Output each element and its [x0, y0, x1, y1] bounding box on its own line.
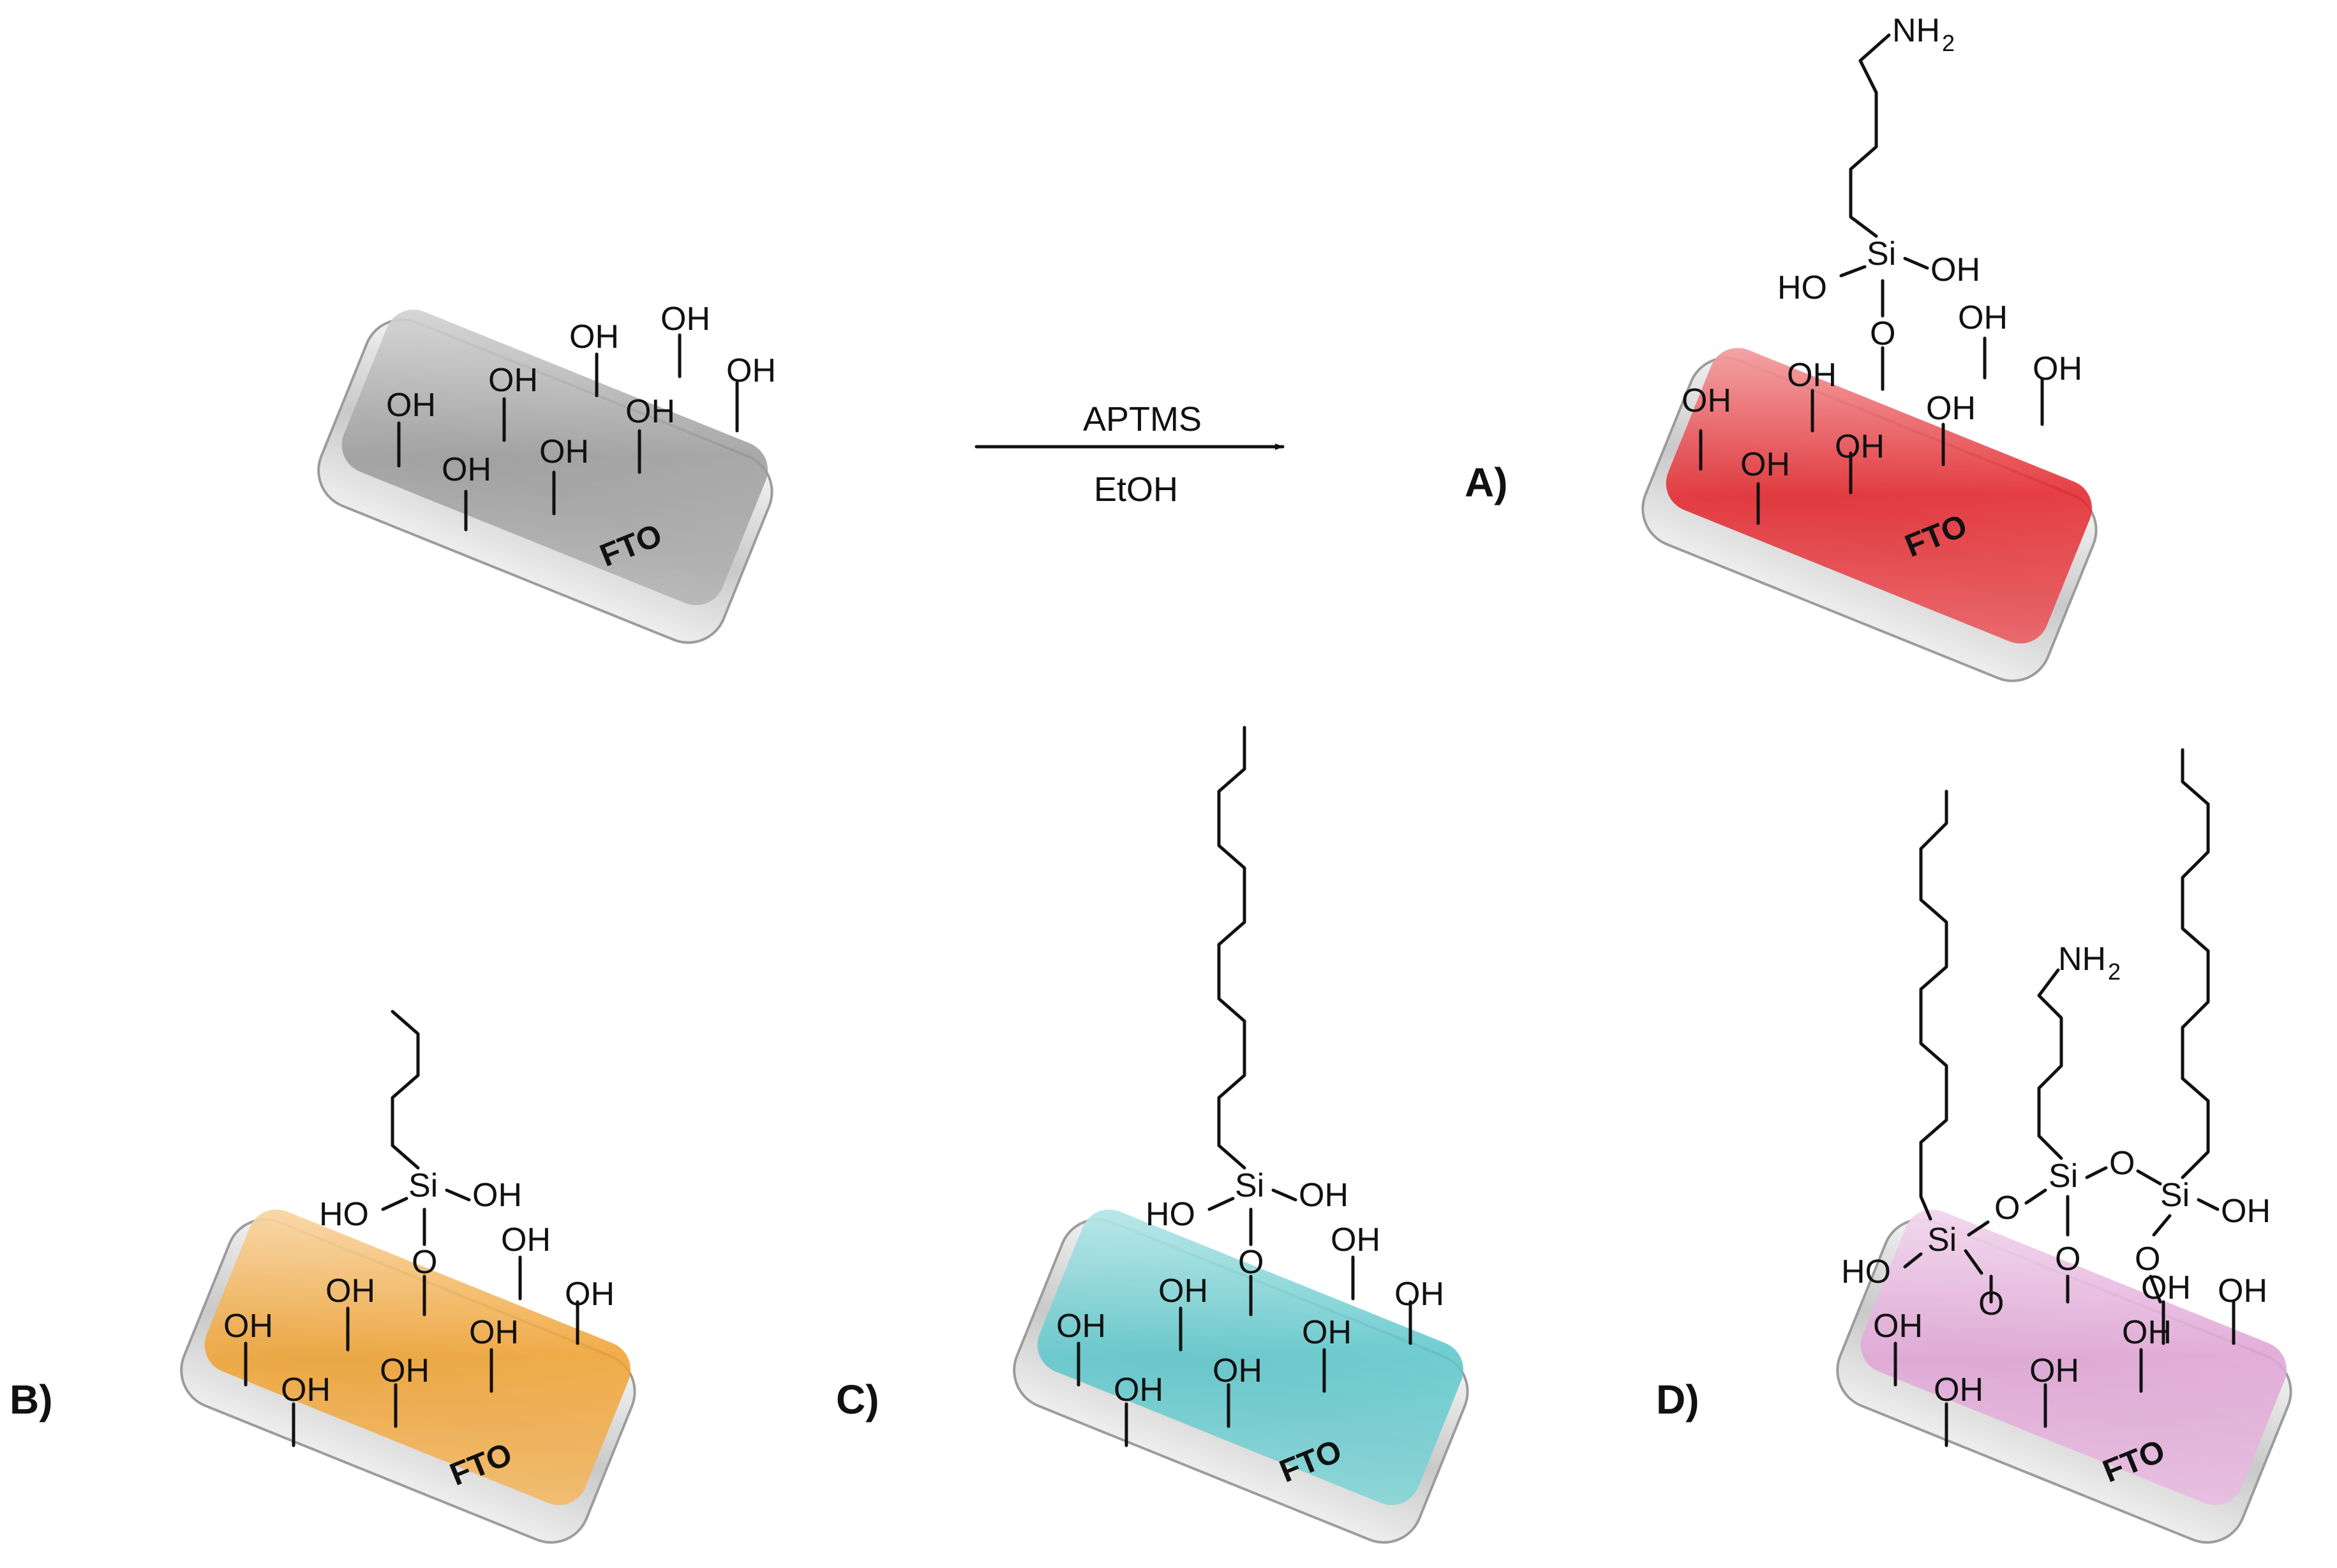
- hydroxyl-groups: OH OH OH OH OH OH OH: [1056, 1221, 1444, 1447]
- panel-d: D) FTO OH OH OH OH OH OH O Si HO O: [1656, 748, 2292, 1544]
- svg-text:OH: OH: [1930, 251, 1980, 288]
- solvent-label: EtOH: [1094, 470, 1178, 509]
- svg-text:OH: OH: [1926, 390, 1976, 427]
- svg-text:OH: OH: [1682, 382, 1731, 419]
- svg-text:OH: OH: [625, 393, 675, 430]
- svg-text:OH: OH: [380, 1352, 429, 1389]
- svg-text:OH: OH: [386, 387, 436, 424]
- svg-text:HO: HO: [1841, 1253, 1891, 1290]
- propyl-silane: O Si HO OH: [319, 1010, 522, 1317]
- svg-text:OH: OH: [2122, 1314, 2172, 1351]
- hydroxyl-groups: OH OH OH OH OH OH: [1873, 1269, 2267, 1447]
- svg-text:HO: HO: [1777, 269, 1827, 306]
- svg-text:OH: OH: [1835, 428, 1885, 465]
- hydroxyl-groups: OH OH OH OH OH OH OH OH: [386, 301, 776, 532]
- reagent-label: APTMS: [1083, 400, 1202, 438]
- octyl-silane: O Si HO OH: [1146, 726, 1348, 1317]
- svg-text:OH: OH: [2221, 1193, 2271, 1230]
- aminopropyl-silane: O Si HO OH NH 2: [1777, 12, 1980, 391]
- svg-text:OH: OH: [472, 1177, 522, 1214]
- svg-text:OH: OH: [565, 1276, 615, 1313]
- panel-a: A) FTO OH OH OH OH OH OH OH O Si HO OH N…: [1465, 12, 2098, 682]
- fto-slab-c: [1013, 1209, 1469, 1544]
- svg-text:OH: OH: [1958, 299, 2008, 336]
- svg-text:HO: HO: [1146, 1196, 1195, 1233]
- svg-text:OH: OH: [1873, 1308, 1923, 1345]
- svg-text:O: O: [2109, 1145, 2135, 1182]
- svg-text:OH: OH: [488, 362, 538, 399]
- svg-text:OH: OH: [1787, 357, 1837, 394]
- svg-text:NH: NH: [2058, 941, 2106, 978]
- svg-text:OH: OH: [2033, 350, 2082, 387]
- panel-label-d: D): [1656, 1377, 1699, 1422]
- svg-text:NH: NH: [1892, 12, 1940, 49]
- svg-text:OH: OH: [1394, 1276, 1444, 1313]
- reaction-arrow: APTMS EtOH: [974, 400, 1285, 509]
- fto-slab-start: [317, 310, 773, 644]
- fto-slab-d: [1836, 1209, 2292, 1544]
- svg-text:OH: OH: [501, 1221, 551, 1258]
- svg-text:OH: OH: [1934, 1371, 1983, 1408]
- panel-b: B) FTO OH OH OH OH OH OH OH O Si HO OH: [10, 1010, 636, 1544]
- fto-slab-b: [180, 1209, 636, 1544]
- svg-text:OH: OH: [2029, 1352, 2079, 1389]
- svg-text:OH: OH: [325, 1273, 375, 1310]
- panel-start: FTO OH OH OH OH OH OH OH OH: [317, 301, 776, 644]
- svg-text:OH: OH: [1213, 1352, 1262, 1389]
- svg-text:2: 2: [1942, 30, 1955, 56]
- svg-text:O: O: [2135, 1241, 2160, 1278]
- svg-text:OH: OH: [2218, 1273, 2267, 1310]
- svg-text:OH: OH: [469, 1314, 519, 1351]
- svg-text:OH: OH: [1158, 1273, 1208, 1310]
- svg-text:Si: Si: [408, 1167, 438, 1204]
- svg-text:Si: Si: [1867, 235, 1896, 273]
- svg-text:O: O: [1994, 1190, 2020, 1227]
- panel-c: C) FTO OH OH OH OH OH OH OH O Si HO OH: [836, 726, 1469, 1544]
- svg-text:OH: OH: [281, 1371, 331, 1408]
- svg-text:OH: OH: [1740, 446, 1790, 483]
- svg-text:O: O: [1238, 1244, 1264, 1281]
- svg-text:OH: OH: [661, 301, 710, 338]
- svg-text:OH: OH: [1114, 1371, 1163, 1408]
- svg-text:Si: Si: [1235, 1167, 1264, 1204]
- svg-text:OH: OH: [1331, 1221, 1380, 1258]
- svg-text:OH: OH: [223, 1308, 273, 1345]
- panel-label-c: C): [836, 1377, 879, 1422]
- svg-text:Si: Si: [2160, 1177, 2190, 1214]
- svg-text:Si: Si: [2049, 1158, 2078, 1195]
- svg-text:O: O: [1978, 1285, 2004, 1322]
- svg-text:OH: OH: [442, 451, 491, 488]
- fto-slab-a: [1641, 348, 2098, 682]
- svg-text:OH: OH: [569, 318, 619, 355]
- svg-text:OH: OH: [1056, 1308, 1106, 1345]
- svg-text:OH: OH: [1302, 1314, 1352, 1351]
- panel-label-b: B): [10, 1377, 53, 1422]
- svg-text:O: O: [2055, 1241, 2080, 1278]
- svg-text:OH: OH: [726, 352, 776, 389]
- svg-text:OH: OH: [1299, 1177, 1348, 1214]
- svg-text:HO: HO: [319, 1196, 369, 1233]
- mixed-silane-network: O Si HO O Si O NH 2 O Si OH O: [1841, 748, 2271, 1322]
- svg-text:OH: OH: [539, 433, 589, 470]
- svg-text:2: 2: [2108, 959, 2121, 985]
- hydroxyl-groups: OH OH OH OH OH OH OH: [223, 1221, 615, 1447]
- svg-text:Si: Si: [1927, 1221, 1957, 1258]
- svg-text:O: O: [1870, 315, 1895, 352]
- svg-text:O: O: [412, 1244, 437, 1281]
- panel-label-a: A): [1465, 459, 1508, 505]
- hydroxyl-groups: OH OH OH OH OH OH OH: [1682, 299, 2082, 525]
